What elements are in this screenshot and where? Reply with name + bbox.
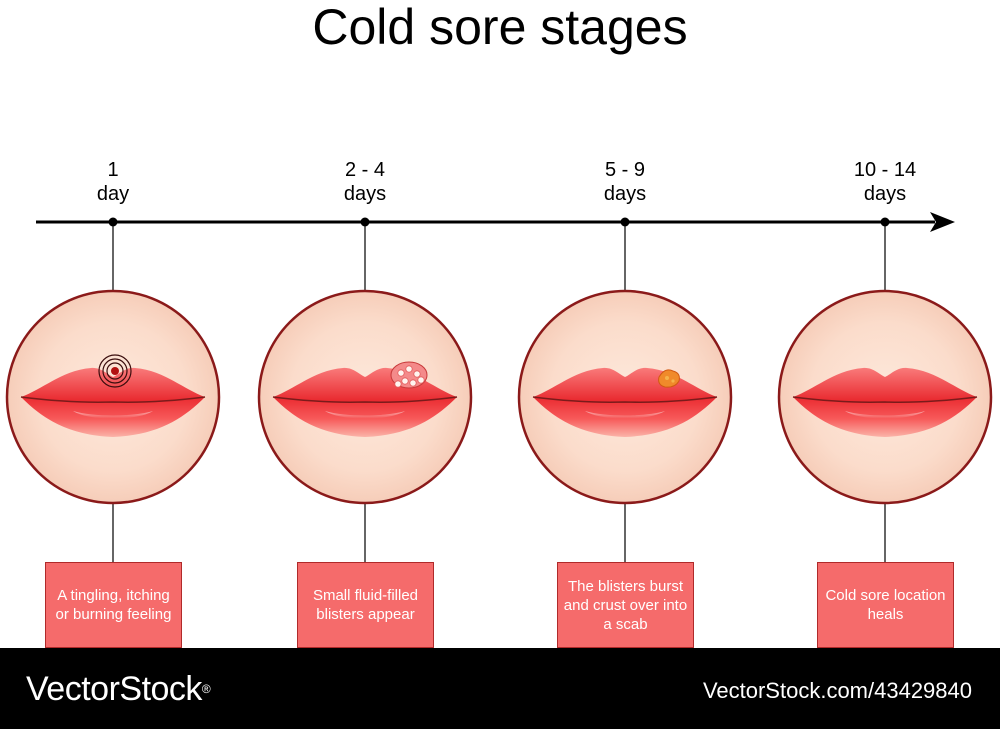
stage-time-value: 10 - 14	[853, 159, 917, 181]
scab-icon	[658, 369, 680, 388]
timeline-arrowhead	[930, 212, 955, 232]
stage-time-unit: day	[96, 183, 130, 205]
tingling-spot-icon	[98, 354, 132, 388]
timeline-marker	[620, 217, 630, 227]
stage-time-unit: days	[603, 183, 647, 205]
blisters-icon	[390, 361, 428, 389]
stage-time-value: 2 - 4	[344, 159, 386, 181]
image-id: VectorStock.com/43429840	[702, 678, 972, 703]
timeline-marker	[108, 217, 118, 227]
registered-mark: ®	[201, 682, 211, 696]
footer-bar: VectorStock® VectorStock.com/43429840	[0, 648, 1000, 729]
stage-description-box: Cold sore location heals	[817, 562, 954, 648]
stage-1	[5, 217, 221, 562]
stage-4	[777, 217, 993, 562]
stage-description-box: Small fluid-filled blisters appear	[297, 562, 434, 648]
stage-description-text: Cold sore location heals	[825, 587, 946, 623]
timeline-diagram	[5, 212, 993, 562]
stage-3	[517, 217, 733, 562]
stage-time-value: 1	[107, 159, 119, 181]
timeline-marker	[880, 217, 890, 227]
stage-2	[257, 217, 473, 562]
diagram-title: Cold sore stages	[312, 0, 688, 55]
stage-time-unit: days	[343, 183, 387, 205]
stage-description-box: A tingling, itching or burning feeling	[45, 562, 182, 648]
stage-description-text: A tingling, itching or burning feeling	[55, 587, 172, 623]
stage-description-text: The blisters burst and crust over into a…	[563, 577, 688, 633]
brand-logo: VectorStock®	[26, 670, 211, 708]
stage-description-box: The blisters burst and crust over into a…	[557, 562, 694, 648]
stage-time-value: 5 - 9	[604, 159, 646, 181]
timeline-marker	[360, 217, 370, 227]
stage-time-unit: days	[863, 183, 907, 205]
stage-description-text: Small fluid-filled blisters appear	[312, 587, 419, 623]
